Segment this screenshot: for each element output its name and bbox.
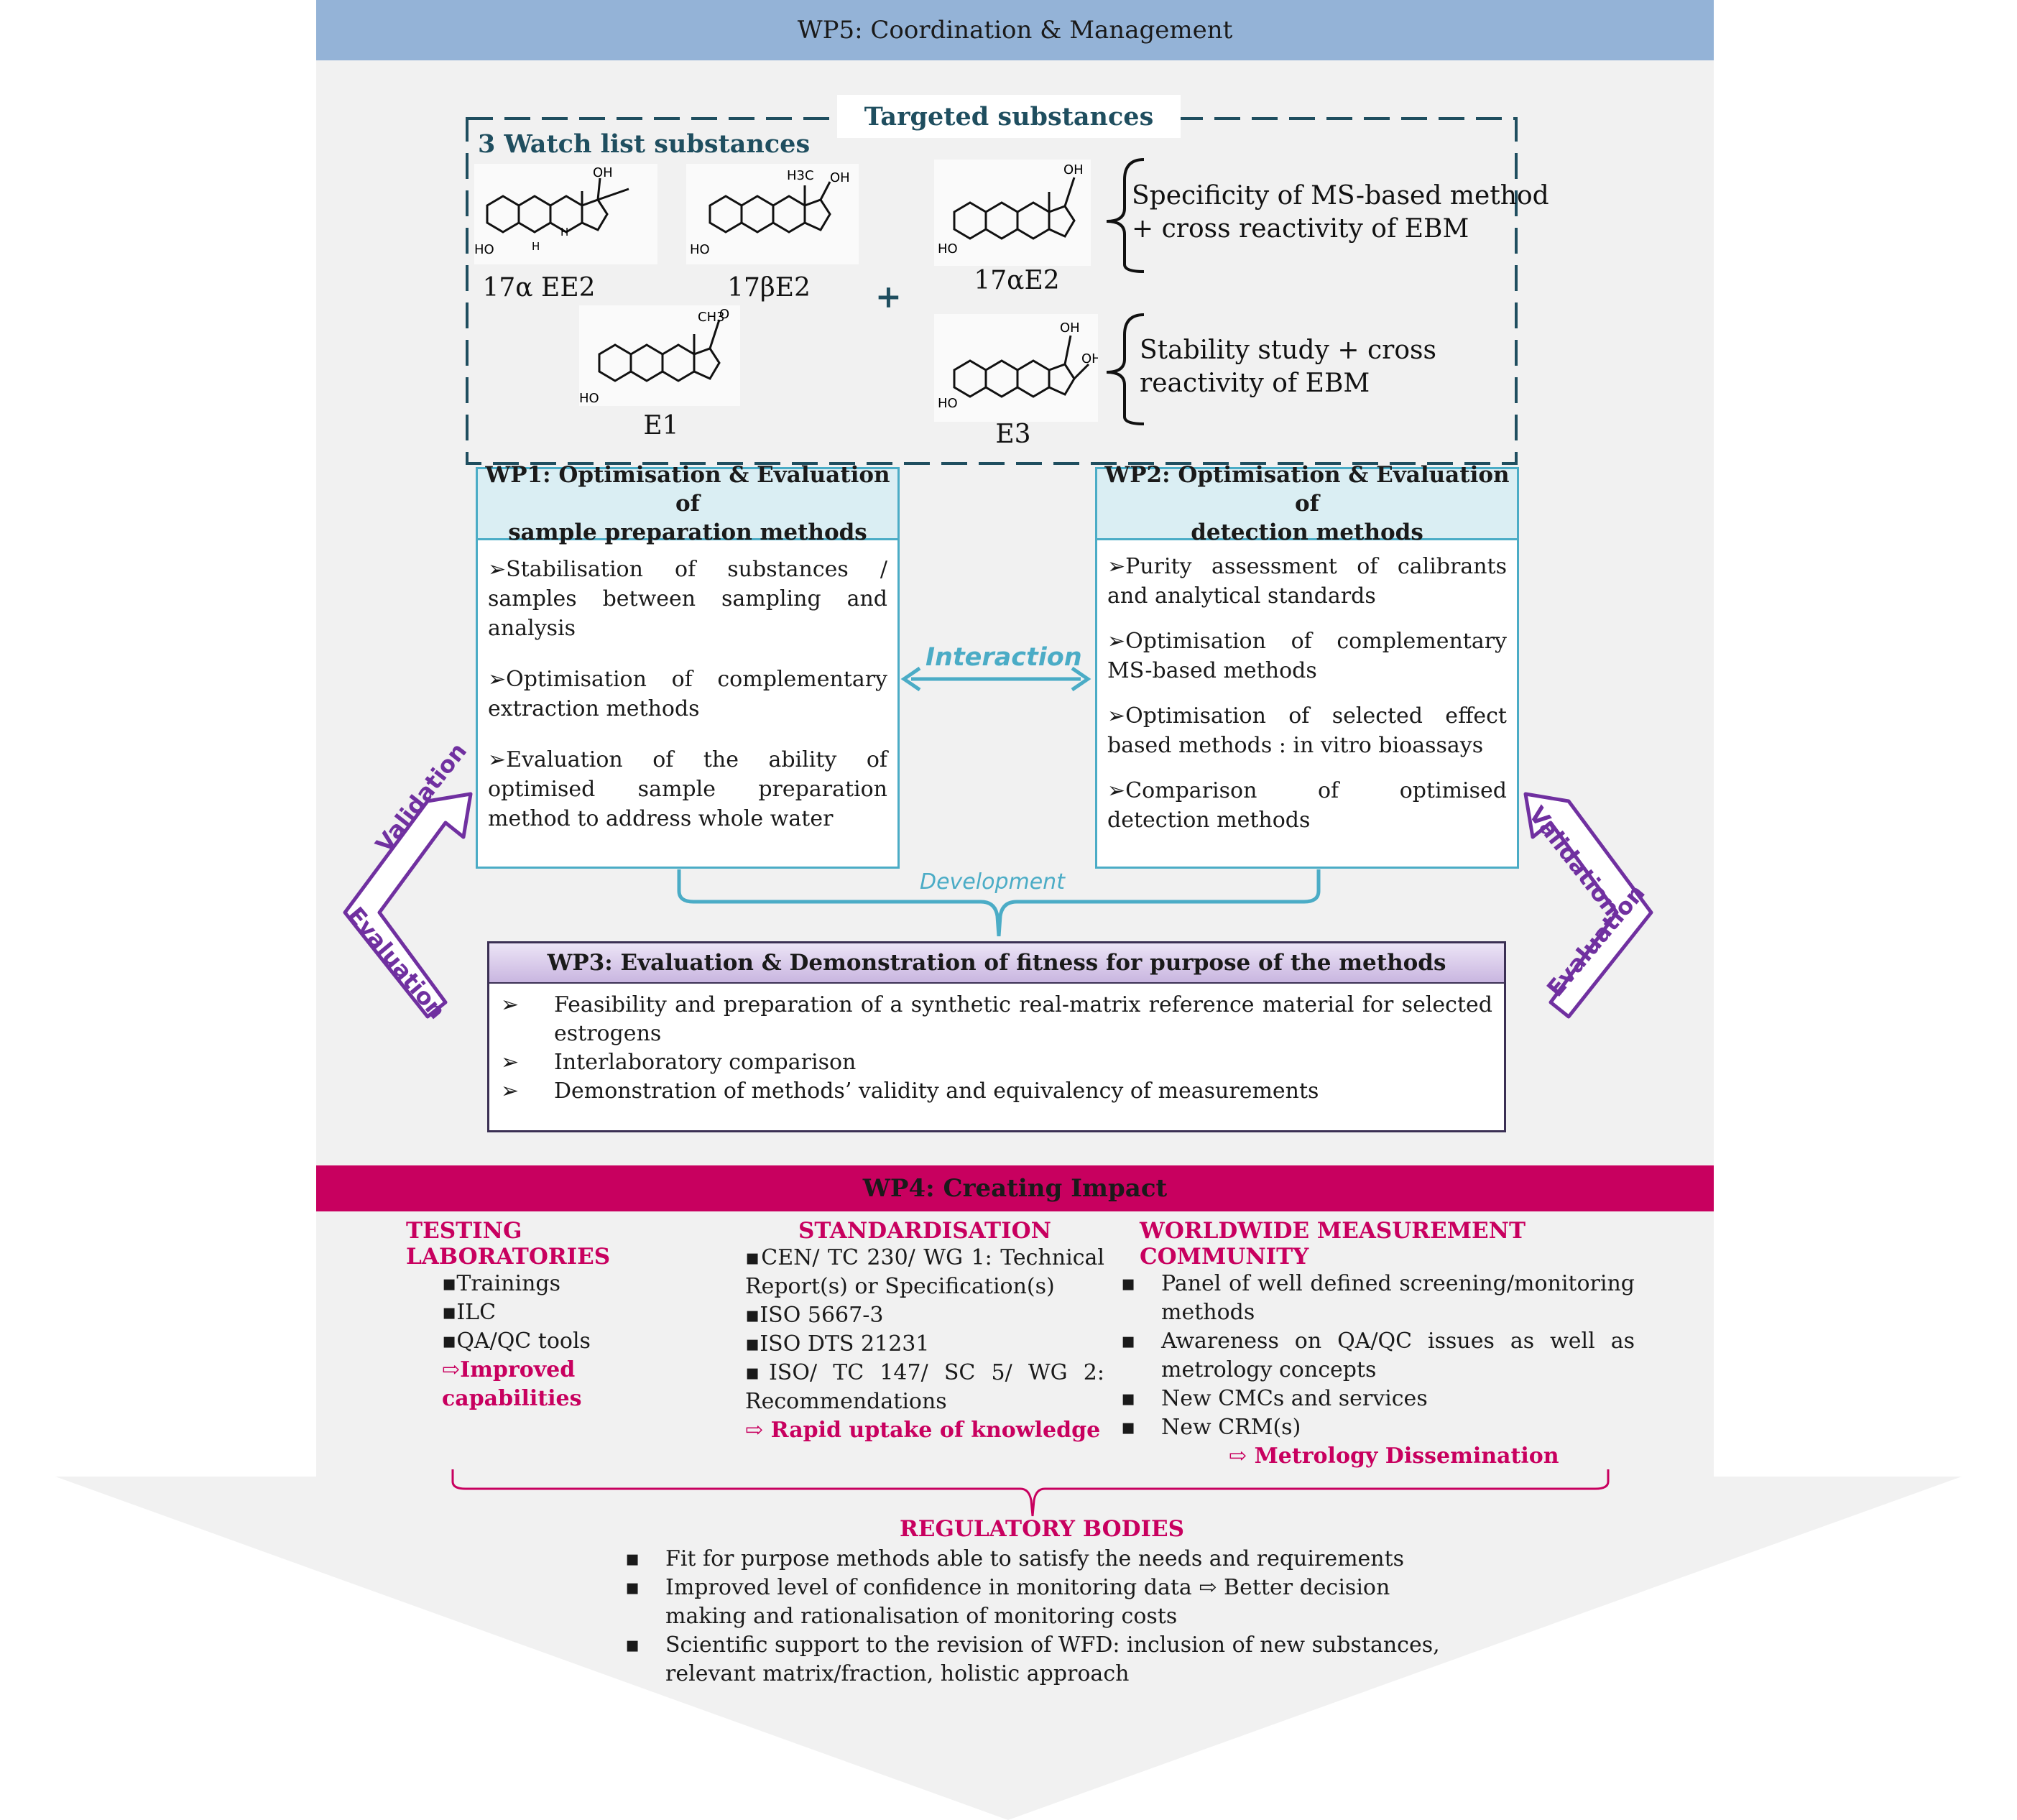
17a-e2-structure-image: HO OH: [934, 160, 1091, 266]
wp1-body: ➢Stabilisation of substances / samples b…: [478, 540, 897, 833]
watch-list-label: 3 Watch list substances: [478, 129, 811, 159]
testing-item: ▪Trainings: [442, 1271, 560, 1296]
wp2-item: ➢Optimisation of complementary MS-based …: [1107, 629, 1507, 683]
wp4-band: WP4: Creating Impact: [316, 1165, 1714, 1211]
standardisation-item: ▪ISO 5667-3: [745, 1303, 884, 1328]
plus-sign: +: [875, 279, 902, 315]
square-bullet-icon: ▪: [1121, 1386, 1136, 1411]
testing-outcome: ⇨Improved capabilities: [442, 1357, 582, 1411]
square-bullet-icon: ▪: [1121, 1271, 1136, 1296]
e3-structure-image: HO OH OH: [934, 314, 1098, 422]
square-bullet-icon: ▪: [625, 1632, 640, 1658]
square-bullet-icon: ▪: [1121, 1415, 1136, 1440]
molecule-label-ee2: 17α EE2: [482, 273, 596, 302]
svg-text:O: O: [719, 307, 729, 322]
wp1-item: ➢Evaluation of the ability of optimised …: [488, 747, 887, 831]
svg-text:HO: HO: [579, 391, 599, 406]
wp3-item: ➢Feasibility and preparation of a synthe…: [501, 991, 1492, 1048]
standardisation-item: ▪ISO DTS 21231: [745, 1331, 930, 1357]
regulatory-title: REGULATORY BODIES: [899, 1516, 1185, 1542]
wp1-item: ➢Stabilisation of substances / samples b…: [488, 557, 887, 641]
e1-structure-image: HO CH3 O: [579, 305, 740, 406]
svg-text:OH: OH: [830, 170, 850, 185]
left-validation-arrow-icon: [343, 792, 473, 1019]
svg-text:HO: HO: [690, 242, 710, 257]
wp3-box: WP3: Evaluation & Demonstration of fitne…: [487, 941, 1506, 1132]
impact-brace-icon: [451, 1469, 1610, 1517]
wp3-item: ➢Interlaboratory comparison: [501, 1048, 1492, 1077]
wp3-header: WP3: Evaluation & Demonstration of fitne…: [489, 943, 1504, 984]
ee2-structure-image: HO OH H H: [474, 164, 657, 264]
svg-text:HO: HO: [474, 242, 494, 257]
arrow-bullet-icon: ➢: [501, 1078, 520, 1104]
worldwide-outcome: ⇨ Metrology Dissemination: [1229, 1443, 1559, 1469]
standardisation-item: ▪CEN/ TC 230/ WG 1: Technical Report(s) …: [745, 1245, 1104, 1299]
wp3-item: ➢Demonstration of methods’ validity and …: [501, 1077, 1492, 1106]
standardisation-item: ▪ISO/ TC 147/ SC 5/ WG 2: Recommendation…: [745, 1360, 1104, 1414]
regulatory-item: ▪Improved level of confidence in monitor…: [625, 1574, 1444, 1631]
svg-text:H: H: [560, 226, 568, 239]
worldwide-item: ▪Panel of well defined screening/monitor…: [1121, 1270, 1635, 1327]
wp5-title: WP5: Coordination & Management: [797, 16, 1233, 45]
targeted-substances-title: Targeted substances: [837, 95, 1181, 138]
brace-icons: [1106, 158, 1145, 425]
molecule-label-e1: E1: [643, 411, 679, 440]
regulatory-item: ▪Fit for purpose methods able to satisfy…: [625, 1545, 1444, 1574]
standardisation-title: STANDARDISATION: [798, 1218, 1051, 1244]
wp2-item: ➢Purity assessment of calibrants and ana…: [1107, 554, 1507, 609]
square-bullet-icon: ▪: [1121, 1329, 1136, 1354]
regulatory-item: ▪Scientific support to the revision of W…: [625, 1631, 1444, 1689]
wp1-item: ➢Optimisation of complementary extractio…: [488, 667, 887, 721]
molecule-label-e3: E3: [995, 420, 1031, 449]
wp3-body: ➢Feasibility and preparation of a synthe…: [489, 984, 1504, 1106]
svg-text:OH: OH: [1060, 320, 1080, 336]
svg-text:OH: OH: [1063, 162, 1084, 177]
right-validation-arrow-icon: [1523, 792, 1653, 1019]
wp4-title: WP4: Creating Impact: [862, 1174, 1168, 1203]
brace-note-specificity: Specificity of MS-based method+ cross re…: [1132, 181, 1549, 244]
wp5-band: WP5: Coordination & Management: [316, 0, 1714, 60]
regulatory-list: ▪Fit for purpose methods able to satisfy…: [625, 1545, 1444, 1689]
17b-e2-structure-image: HO H3C OH: [686, 164, 859, 264]
standardisation-column: STANDARDISATION ▪CEN/ TC 230/ WG 1: Tech…: [745, 1218, 1104, 1445]
wp2-item: ➢Optimisation of selected effect based m…: [1107, 703, 1507, 758]
worldwide-title: WORLDWIDE MEASUREMENT COMMUNITY: [1140, 1218, 1526, 1270]
testing-title: TESTING LABORATORIES: [406, 1218, 611, 1270]
worldwide-item: ▪New CMCs and services: [1121, 1385, 1635, 1413]
molecule-label-17b-e2: 17βE2: [727, 273, 811, 302]
svg-text:H: H: [532, 240, 540, 253]
interaction-arrow-icon: [900, 666, 1091, 692]
svg-text:CH3: CH3: [698, 310, 725, 325]
molecule-label-17a-e2: 17αE2: [974, 266, 1060, 295]
wp2-item: ➢Comparison of optimised detection metho…: [1107, 778, 1507, 833]
worldwide-item: ▪Awareness on QA/QC issues as well as me…: [1121, 1327, 1635, 1385]
testing-item: ▪ILC: [442, 1300, 497, 1325]
svg-text:H3C: H3C: [787, 168, 814, 183]
arrow-bullet-icon: ➢: [501, 1050, 520, 1075]
wp2-body: ➢Purity assessment of calibrants and ana…: [1097, 540, 1517, 835]
development-label: Development: [920, 869, 1065, 895]
svg-text:OH: OH: [593, 165, 613, 180]
interaction-label: Interaction: [926, 643, 1082, 672]
square-bullet-icon: ▪: [625, 1546, 640, 1571]
testing-laboratories-column: TESTING LABORATORIES ▪Trainings ▪ILC ▪QA…: [406, 1218, 715, 1413]
svg-text:HO: HO: [938, 396, 958, 411]
standardisation-outcome: ⇨ Rapid uptake of knowledge: [745, 1418, 1101, 1443]
testing-item: ▪QA/QC tools: [442, 1329, 591, 1354]
development-brace-icon: [677, 869, 1321, 937]
arrow-bullet-icon: ➢: [501, 992, 520, 1017]
square-bullet-icon: ▪: [625, 1575, 640, 1600]
worldwide-item: ▪New CRM(s): [1121, 1413, 1635, 1442]
svg-text:HO: HO: [938, 241, 958, 257]
worldwide-community-column: WORLDWIDE MEASUREMENT COMMUNITY ▪Panel o…: [1121, 1218, 1635, 1471]
svg-text:OH: OH: [1081, 351, 1098, 366]
